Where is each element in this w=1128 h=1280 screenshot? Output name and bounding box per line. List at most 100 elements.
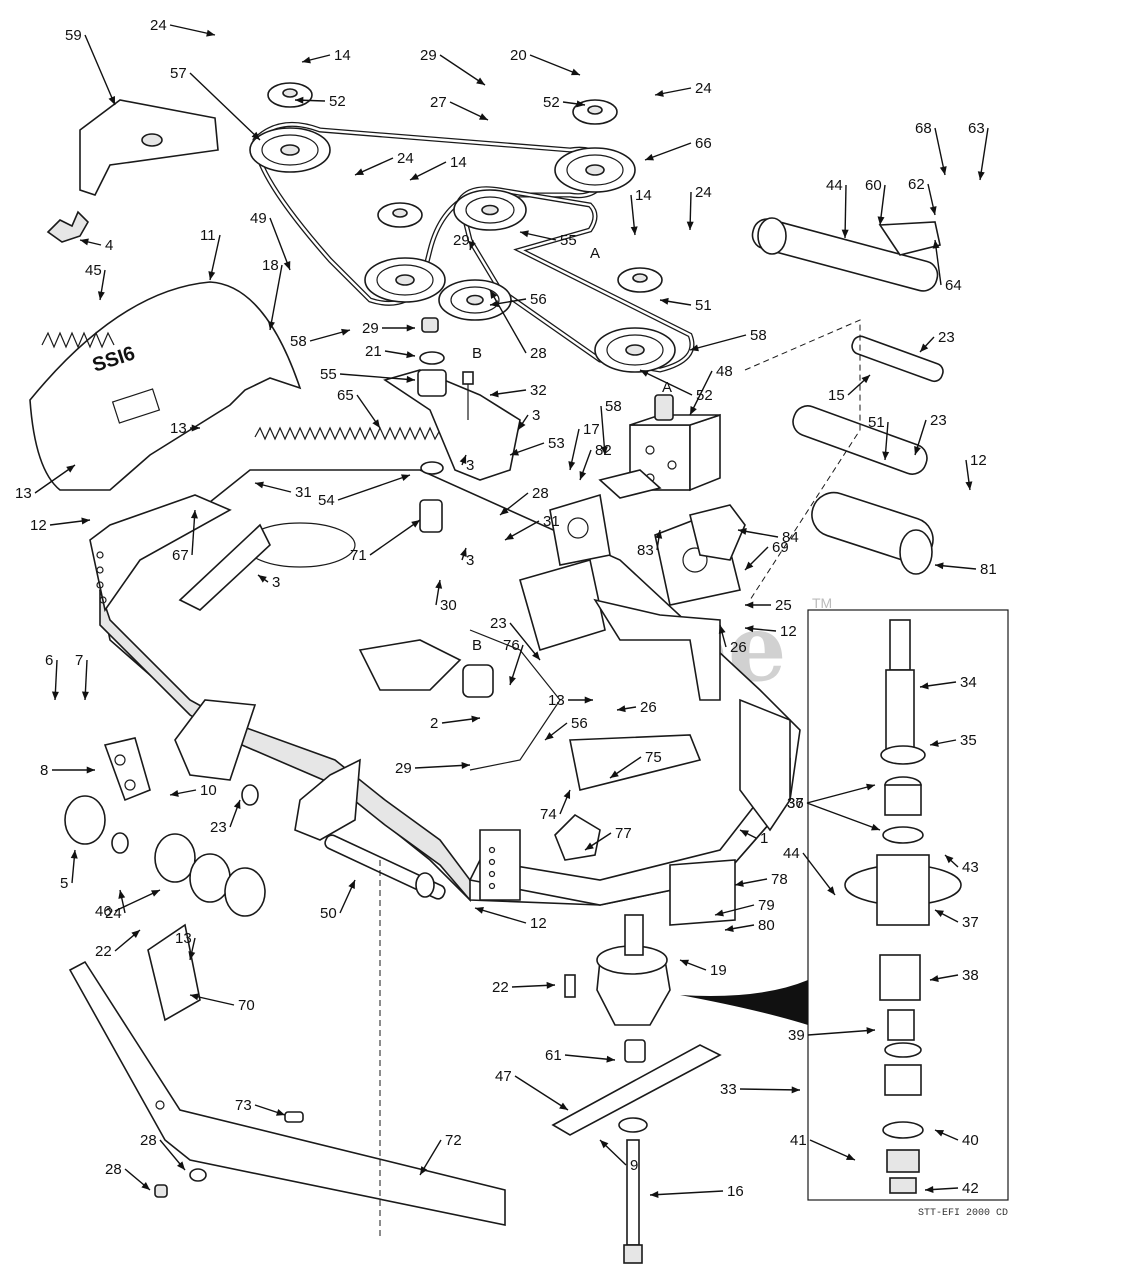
callout-arrowhead [725, 925, 734, 933]
callout-arrowhead [745, 601, 754, 609]
part-callout-38: 38 [962, 967, 979, 984]
callout-arrowhead [977, 171, 985, 180]
callout-arrowhead [690, 344, 699, 352]
callout-leader [806, 784, 876, 804]
part-callout-5: 5 [60, 875, 68, 892]
discharge-deflector: SSI6 [29, 281, 302, 491]
callout-arrowhead [518, 421, 526, 430]
connection-label-a-top: A [590, 245, 600, 262]
part-callout-55: 55 [560, 232, 577, 249]
callout-arrowhead [295, 96, 304, 104]
callout-leader [844, 184, 847, 239]
part-callout-79: 79 [758, 897, 775, 914]
callout-arrowhead [600, 1140, 609, 1149]
callout-leader [564, 1054, 616, 1061]
part-callout-14: 14 [450, 154, 467, 171]
part-callout-22: 22 [95, 943, 112, 960]
callout-arrowhead [190, 993, 199, 1001]
callout-arrowhead [945, 855, 954, 864]
part-callout-31: 31 [543, 513, 560, 530]
callout-arrowhead [585, 842, 594, 850]
part-callout-18: 18 [262, 257, 279, 274]
part-callout-12: 12 [30, 517, 47, 534]
callout-arrowhead [251, 131, 260, 140]
callout-arrowhead [930, 975, 939, 982]
callout-arrowhead [920, 343, 929, 352]
callout-arrowhead [510, 448, 519, 456]
part-callout-54: 54 [318, 492, 335, 509]
callout-leader [807, 1029, 876, 1036]
callout-arrowhead [406, 351, 415, 359]
spindle-detail-box [680, 609, 1009, 1201]
callout-arrowhead [877, 216, 885, 225]
callout-arrowhead [469, 241, 476, 250]
callout-arrowhead [283, 261, 291, 270]
callout-arrowhead [935, 1130, 944, 1137]
callout-arrowhead [932, 240, 940, 249]
part-callout-62: 62 [908, 176, 925, 193]
callout-arrowhead [420, 1166, 428, 1175]
part-callout-52: 52 [696, 387, 713, 404]
pulley-58-right [594, 327, 676, 373]
callout-arrowhead [302, 56, 311, 64]
part-callout-14: 14 [635, 187, 652, 204]
part-callout-20: 20 [510, 47, 527, 64]
callout-arrowhead [920, 682, 929, 690]
callout-arrowhead [718, 625, 726, 634]
part-callout-7: 7 [75, 652, 83, 669]
part-callout-13: 13 [548, 692, 565, 709]
callout-arrowhead [532, 651, 540, 660]
pulley-56-top [453, 189, 527, 231]
pulley-67 [554, 147, 636, 193]
part-callout-27: 27 [430, 94, 447, 111]
part-callout-64: 64 [945, 277, 962, 294]
part-callout-71: 71 [350, 547, 367, 564]
part-callout-26: 26 [730, 639, 747, 656]
part-callout-77: 77 [615, 825, 632, 842]
part-callout-61: 61 [545, 1047, 562, 1064]
callout-arrowhead [476, 77, 485, 85]
part-callout-37: 37 [962, 914, 979, 931]
part-callout-47: 47 [495, 1068, 512, 1085]
part-callout-52: 52 [543, 94, 560, 111]
connection-label-b-center: B [472, 637, 482, 654]
part-callout-70: 70 [238, 997, 255, 1014]
part-callout-41: 41 [790, 1132, 807, 1149]
part-callout-55: 55 [320, 366, 337, 383]
part-callout-15: 15 [828, 387, 845, 404]
part-callout-29: 29 [395, 760, 412, 777]
part-callout-76: 76 [503, 637, 520, 654]
callout-arrowhead [118, 890, 126, 899]
part-callout-23: 23 [938, 329, 955, 346]
callout-arrowhead [930, 739, 939, 747]
part-callout-24: 24 [397, 150, 414, 167]
callout-arrowhead [191, 424, 200, 432]
part-callout-4: 4 [105, 237, 113, 254]
pulley-58-center [364, 257, 446, 303]
callout-arrowhead [81, 517, 90, 525]
part-callout-39: 39 [788, 1027, 805, 1044]
callout-arrowhead [571, 68, 580, 76]
callout-leader [337, 474, 411, 501]
callout-arrowhead [97, 291, 105, 300]
callout-arrowhead [606, 1055, 615, 1063]
callout-leader [474, 907, 527, 924]
callout-leader [649, 1190, 724, 1196]
callout-arrowhead [546, 981, 555, 989]
callout-arrowhead [108, 96, 115, 105]
part-callout-3: 3 [466, 457, 474, 474]
callout-arrowhead [490, 290, 498, 299]
callout-arrowhead [208, 271, 216, 280]
callout-arrowhead [745, 561, 754, 570]
part-callout-58: 58 [750, 327, 767, 344]
callout-arrowhead [459, 455, 467, 464]
part-callout-23: 23 [930, 412, 947, 429]
callout-arrowhead [925, 1186, 934, 1193]
callout-leader [979, 127, 989, 181]
part-callout-45: 45 [85, 262, 102, 279]
callout-leader [84, 34, 116, 106]
part-callout-28: 28 [530, 345, 547, 362]
callout-arrowhead [630, 226, 638, 235]
